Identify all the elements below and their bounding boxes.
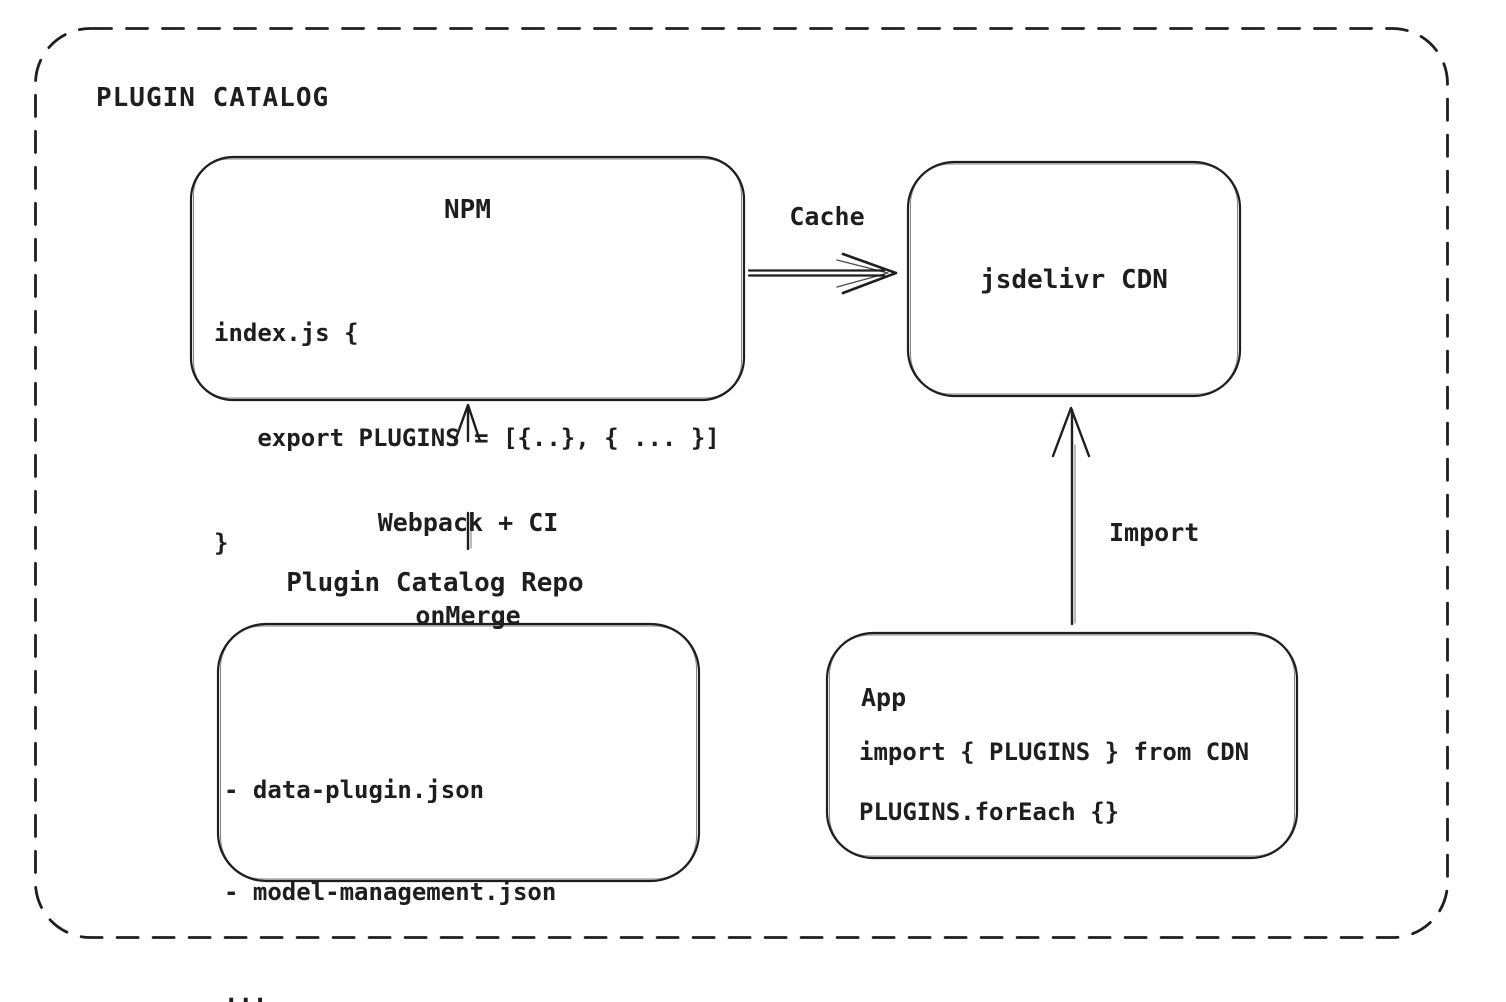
cdn-node-box xyxy=(906,160,1242,398)
npm-code-line: export PLUGINS = [{..}, { ... }] xyxy=(214,424,720,452)
import-arrow xyxy=(1051,406,1091,626)
repo-file-item: - model-management.json xyxy=(224,878,557,906)
npm-node-box xyxy=(189,155,746,402)
npm-code-snippet: index.js { export PLUGINS = [{..}, { ...… xyxy=(214,246,720,631)
cdn-node-label: jsdelivr CDN xyxy=(980,265,1168,295)
build-arrow xyxy=(453,403,482,551)
app-code-line: PLUGINS.forEach {} xyxy=(859,798,1120,826)
repo-file-item: - data-plugin.json xyxy=(224,776,485,804)
app-node-title: App xyxy=(861,683,907,712)
repo-file-item: ... xyxy=(224,980,268,1002)
repo-node-box xyxy=(216,622,701,883)
import-arrow-label: Import xyxy=(1109,518,1200,547)
app-node-box xyxy=(825,631,1299,860)
cache-arrow-label: Cache xyxy=(789,202,865,231)
npm-code-line: index.js { xyxy=(214,319,359,347)
build-arrow-label: Webpack + CI onMerge xyxy=(348,445,588,693)
cache-arrow xyxy=(747,252,898,295)
app-code-line: import { PLUGINS } from CDN xyxy=(859,738,1250,766)
build-arrow-label-line: Webpack + CI xyxy=(377,508,559,537)
npm-code-line: } xyxy=(214,529,229,557)
plugin-catalog-frame xyxy=(34,27,1449,939)
build-arrow-label-line: onMerge xyxy=(415,601,521,630)
repo-node-title: Plugin Catalog Repo xyxy=(286,568,584,598)
repo-file-list: - data-plugin.json - model-management.js… xyxy=(224,705,556,1002)
catalog-frame-title: PLUGIN CATALOG xyxy=(96,83,330,113)
npm-node-title: NPM xyxy=(444,195,491,225)
